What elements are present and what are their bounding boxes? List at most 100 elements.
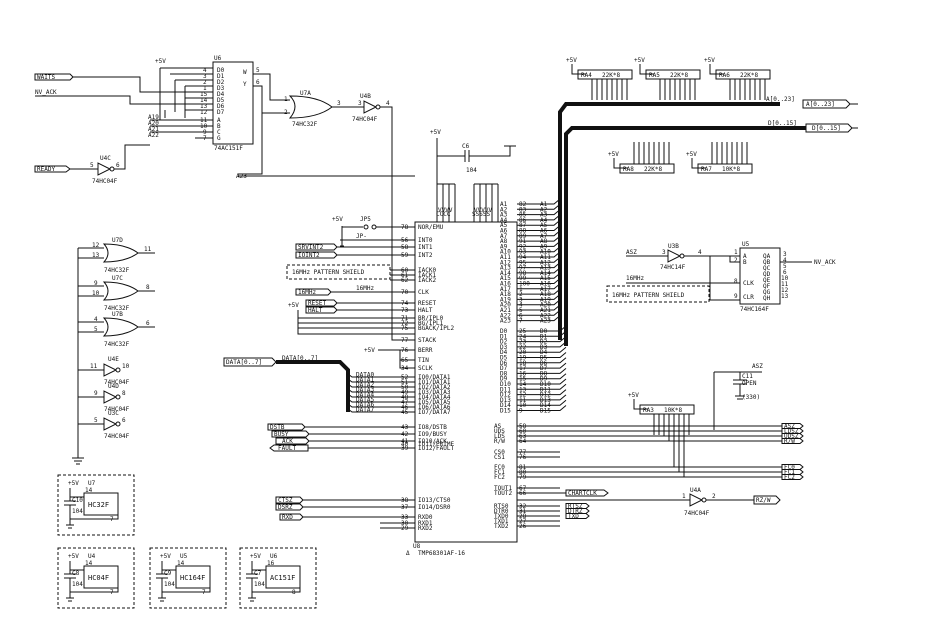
svg-text:6: 6	[122, 417, 126, 424]
decoupling-chip-name: HC164F	[180, 574, 205, 582]
u8-ctrl-name: CS1	[494, 454, 505, 461]
u8-ctrl-name: FC2	[494, 474, 505, 481]
u8-pin-num: 40	[401, 441, 409, 448]
data-tap	[517, 405, 567, 411]
net-ack: ACK	[282, 438, 293, 445]
u8-data-name: D13	[500, 397, 511, 404]
ra6-pwr: +5V	[704, 57, 715, 64]
u8-addr-name: A5	[500, 222, 508, 229]
decoupling-gnd	[70, 588, 119, 593]
decoupling-pin-top: 16	[267, 560, 275, 567]
addr-tap	[517, 315, 561, 322]
u6-ref: U6	[214, 55, 222, 62]
decoupling-pwr: +5V	[250, 553, 261, 560]
ra-pwr-wire	[571, 64, 586, 75]
c6-block: +5V C6 104	[430, 129, 516, 184]
svg-text:12: 12	[200, 109, 208, 116]
net-ready: READY	[37, 166, 55, 173]
net-fc1: FC1	[784, 469, 795, 476]
data-line-label: DATA1	[356, 377, 374, 384]
net-rxd: RXD	[282, 514, 293, 521]
ra3-pwr: +5V	[628, 392, 639, 399]
reset-pwr: +5V	[288, 302, 299, 309]
u6-a19: A19	[148, 114, 159, 121]
u8-pin-name: CLK	[418, 289, 429, 296]
decoupling-box	[149, 547, 227, 609]
u4d-name: 74HC04F	[104, 406, 130, 413]
u8-pin-name: IO9/BUSY	[418, 431, 447, 438]
ra-pwr-wire	[691, 158, 706, 169]
u7a-ref: U7A	[300, 90, 311, 97]
net-lds: LDSZ	[784, 428, 799, 435]
svg-text:C: C	[217, 129, 221, 136]
net-addr-bus-out: A[0..23]	[806, 101, 835, 108]
net-rw: R/W	[784, 438, 795, 445]
data-line-label: DATA5	[356, 397, 374, 404]
u8-name: TMP68301AF-16	[418, 550, 465, 557]
ra4-pwr: +5V	[566, 57, 577, 64]
u4c-name: 74HC04F	[92, 178, 118, 185]
decoupling-wire	[156, 561, 176, 602]
decoupling-chip	[175, 565, 211, 589]
u8-addr-name: A23	[500, 318, 511, 325]
net-nv-ack: NV_ACK	[35, 89, 57, 96]
svg-text:SSSSS: SSSSS	[472, 211, 490, 218]
u8-pin-name: IACK1	[418, 272, 436, 279]
u7d-name: 74HC32F	[104, 267, 130, 274]
ra8-value: 22K*8	[644, 166, 662, 173]
u8-data-name: D10	[500, 381, 511, 388]
u8-data-name: D2	[500, 339, 508, 346]
c11-ref: C11	[742, 373, 753, 380]
decoupling-pin-top: 14	[85, 487, 93, 494]
net-nv-ack-out: NV_ACK	[814, 259, 836, 266]
svg-text:D2: D2	[217, 79, 225, 86]
decoupling-box	[57, 474, 135, 536]
u8-pin-name: INT0	[418, 237, 433, 244]
ra3-ref: RA3	[643, 407, 654, 414]
data-tap	[517, 325, 567, 332]
svg-text:3: 3	[358, 100, 362, 107]
decoupling-wire	[246, 561, 266, 602]
data-tap	[517, 399, 567, 406]
u3c-name: 74HC04F	[104, 433, 130, 440]
svg-text:1: 1	[284, 96, 288, 103]
u4a-ref: U4A	[690, 487, 701, 494]
u8-pin-name: IO0/DATA1	[418, 374, 451, 381]
u4e-ref: U4E	[108, 356, 119, 363]
decoupling-unit: U7	[88, 480, 96, 487]
ra-pwr-wire	[709, 64, 724, 75]
decoupling-wire	[64, 488, 84, 529]
u8-ctrl-name: TXD0	[494, 513, 509, 520]
ra3-value: 10K*8	[664, 407, 682, 414]
data-line	[347, 403, 415, 408]
data-line-label: DATA3	[356, 387, 374, 394]
data-line	[347, 398, 415, 403]
net-flag	[565, 503, 590, 509]
u7c-name: 74HC32F	[104, 305, 130, 312]
shield-label-2: 16MHz PATTERN SHIELD	[612, 292, 685, 299]
decoupling-chip	[83, 565, 119, 589]
decoupling-chip-name: HC04F	[88, 574, 109, 582]
u8-data-name: D14	[500, 402, 511, 409]
data-tap	[517, 336, 567, 343]
net-16mhz-2: 16MHz	[356, 285, 374, 292]
svg-text:D3: D3	[217, 85, 225, 92]
u3b-ref: U3B	[668, 243, 679, 250]
net-16mhz: 16MHz	[298, 289, 316, 296]
u7d-ref: U7D	[112, 237, 123, 244]
svg-text:QA: QA	[763, 253, 771, 260]
net-data-bus-d: D[0..15]	[768, 120, 797, 127]
svg-text:Y: Y	[243, 81, 247, 88]
ra5-pwr: +5V	[634, 57, 645, 64]
u8-pin-name: IO7/DATA7	[418, 409, 451, 416]
addr-tap	[517, 309, 561, 316]
c11-value2: (330)	[742, 394, 760, 401]
svg-text:G: G	[217, 135, 221, 142]
net-dsrz: DSRZ	[278, 504, 293, 511]
decoupling-chip	[265, 565, 301, 589]
u8-pin-name: IO1/DATA1	[418, 379, 451, 386]
u8-data-name: D4	[500, 349, 508, 356]
